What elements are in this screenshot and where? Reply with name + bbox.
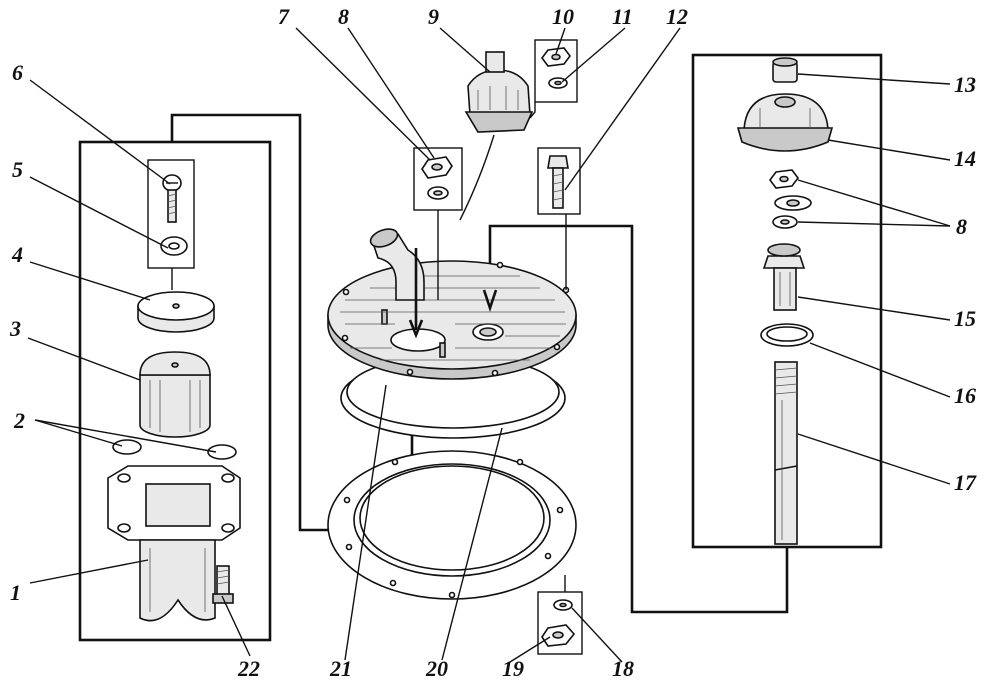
label-8-right: 8 xyxy=(956,214,967,239)
fastener-box-12 xyxy=(537,147,581,215)
label-9: 9 xyxy=(428,4,439,29)
label-17: 17 xyxy=(954,470,977,495)
washer-11 xyxy=(548,77,568,89)
label-20: 20 xyxy=(425,656,448,681)
nut-8-right xyxy=(769,169,799,189)
label-12: 12 xyxy=(666,4,688,29)
lower-flange-ring xyxy=(327,450,577,600)
label-15: 15 xyxy=(954,306,976,331)
washers-2 xyxy=(112,439,237,460)
washers-8-right xyxy=(772,195,812,229)
label-11: 11 xyxy=(612,4,633,29)
leader-lines xyxy=(27,27,951,663)
left-assembly xyxy=(107,159,241,622)
label-5: 5 xyxy=(12,157,23,182)
label-10: 10 xyxy=(552,4,574,29)
part-labels: 1 2 3 4 5 6 7 8 9 10 11 12 13 14 15 16 1… xyxy=(9,4,977,681)
nut-19 xyxy=(541,624,576,647)
label-21: 21 xyxy=(329,656,352,681)
label-1: 1 xyxy=(10,580,21,605)
label-7: 7 xyxy=(278,4,290,29)
cap-nut-13 xyxy=(772,57,798,83)
label-13: 13 xyxy=(954,72,976,97)
label-18: 18 xyxy=(612,656,634,681)
washer-18 xyxy=(553,599,573,611)
center-assembly xyxy=(327,39,583,655)
nut-10 xyxy=(541,47,571,67)
label-22: 22 xyxy=(237,656,260,681)
label-16: 16 xyxy=(954,383,976,408)
label-6: 6 xyxy=(12,60,23,85)
label-2: 2 xyxy=(13,408,25,433)
arrow-12-head xyxy=(482,289,498,313)
right-assembly xyxy=(736,57,834,545)
cover-plate-21 xyxy=(327,260,577,380)
label-4: 4 xyxy=(11,242,23,267)
screw-6 xyxy=(162,174,182,223)
label-3: 3 xyxy=(9,316,21,341)
fastener-box-18-19 xyxy=(537,591,583,655)
ring-16 xyxy=(760,323,814,347)
tube-17 xyxy=(774,361,798,545)
label-19: 19 xyxy=(502,656,524,681)
label-14: 14 xyxy=(954,146,976,171)
fastener-box-5-6 xyxy=(147,159,195,269)
valve-9 xyxy=(459,51,534,221)
fastener-box-10-11 xyxy=(534,39,578,103)
cover-14 xyxy=(736,93,834,152)
washer-5 xyxy=(160,236,188,256)
fitting-15 xyxy=(762,243,806,311)
cup-3 xyxy=(139,351,211,438)
housing-1 xyxy=(107,465,241,622)
washer-7 xyxy=(427,186,449,200)
arrow-7-head xyxy=(408,319,424,339)
label-8: 8 xyxy=(338,4,349,29)
fastener-box-7-8 xyxy=(413,147,463,211)
right-connector-line xyxy=(488,224,789,614)
bolt-12 xyxy=(547,155,569,209)
assembly-frames xyxy=(78,53,883,642)
cap-4 xyxy=(137,291,215,333)
pipe-elbow xyxy=(369,228,425,301)
left-assembly-frame xyxy=(78,140,272,642)
nut-8-center xyxy=(421,156,453,179)
